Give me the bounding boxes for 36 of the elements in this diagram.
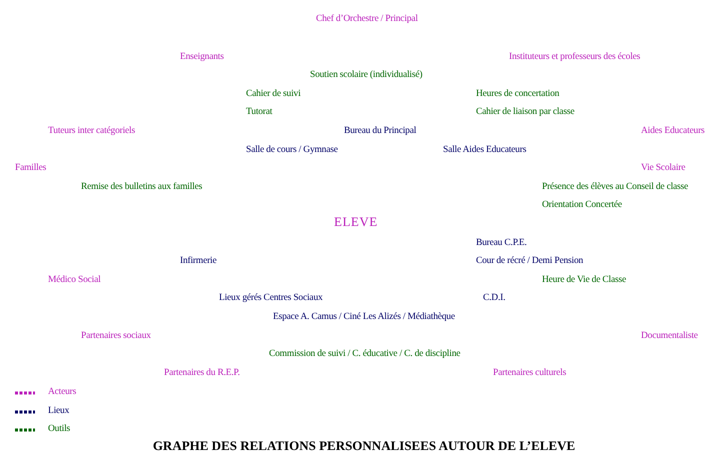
- actor-label: Partenaires sociaux: [81, 331, 151, 342]
- actor-label: Enseignants: [180, 52, 224, 63]
- tool-label: Soutien scolaire (individualisé): [310, 70, 422, 81]
- legend-label: Acteurs: [48, 387, 76, 398]
- actor-label: Aides Educateurs: [641, 126, 705, 137]
- tool-label: Remise des bulletins aux familles: [81, 182, 202, 193]
- actor-label: Partenaires culturels: [493, 368, 566, 379]
- place-label: Bureau du Principal: [344, 126, 416, 137]
- actor-label: Partenaires du R.E.P.: [164, 368, 240, 379]
- actor-label: Médico Social: [48, 275, 101, 286]
- tool-label: Tutorat: [246, 107, 272, 118]
- actor-label: Instituteurs et professeurs des écoles: [509, 52, 640, 63]
- tool-label: Présence des élèves au Conseil de classe: [542, 182, 688, 193]
- tool-label: Cahier de liaison par classe: [476, 107, 574, 118]
- actor-label: Chef d’Orchestre / Principal: [316, 14, 418, 25]
- actor-label: Documentaliste: [641, 331, 698, 342]
- tool-label: Cahier de suivi: [246, 89, 301, 100]
- place-label: C.D.I.: [483, 293, 506, 304]
- place-label: Bureau C.P.E.: [476, 238, 527, 249]
- diagram-title: GRAPHE DES RELATIONS PERSONNALISEES AUTOUR DE L’ELEVE: [152, 438, 576, 453]
- tool-label: Orientation Concertée: [542, 200, 622, 211]
- legend-label: Outils: [48, 424, 70, 435]
- tool-label: Heure de Vie de Classe: [542, 275, 626, 286]
- place-label: Lieux gérés Centres Sociaux: [219, 293, 323, 304]
- actor-label: Tuteurs inter catégoriels: [48, 126, 135, 137]
- tool-label: Commission de suivi / C. éducative / C. de discipline: [269, 349, 460, 360]
- central-label: ELEVE: [334, 215, 378, 229]
- place-label: Espace A. Camus / Ciné Les Alizés / Médiathèque: [273, 312, 455, 323]
- place-label: Salle de cours / Gymnase: [246, 145, 338, 156]
- place-label: Cour de récré / Demi Pension: [476, 256, 584, 267]
- actor-label: Vie Scolaire: [641, 163, 686, 174]
- tool-label: Heures de concertation: [476, 89, 560, 100]
- legend-label: Lieux: [48, 406, 70, 416]
- place-label: Infirmerie: [180, 256, 217, 267]
- place-label: Salle Aides Educateurs: [443, 145, 526, 156]
- actor-label: Familles: [15, 163, 46, 174]
